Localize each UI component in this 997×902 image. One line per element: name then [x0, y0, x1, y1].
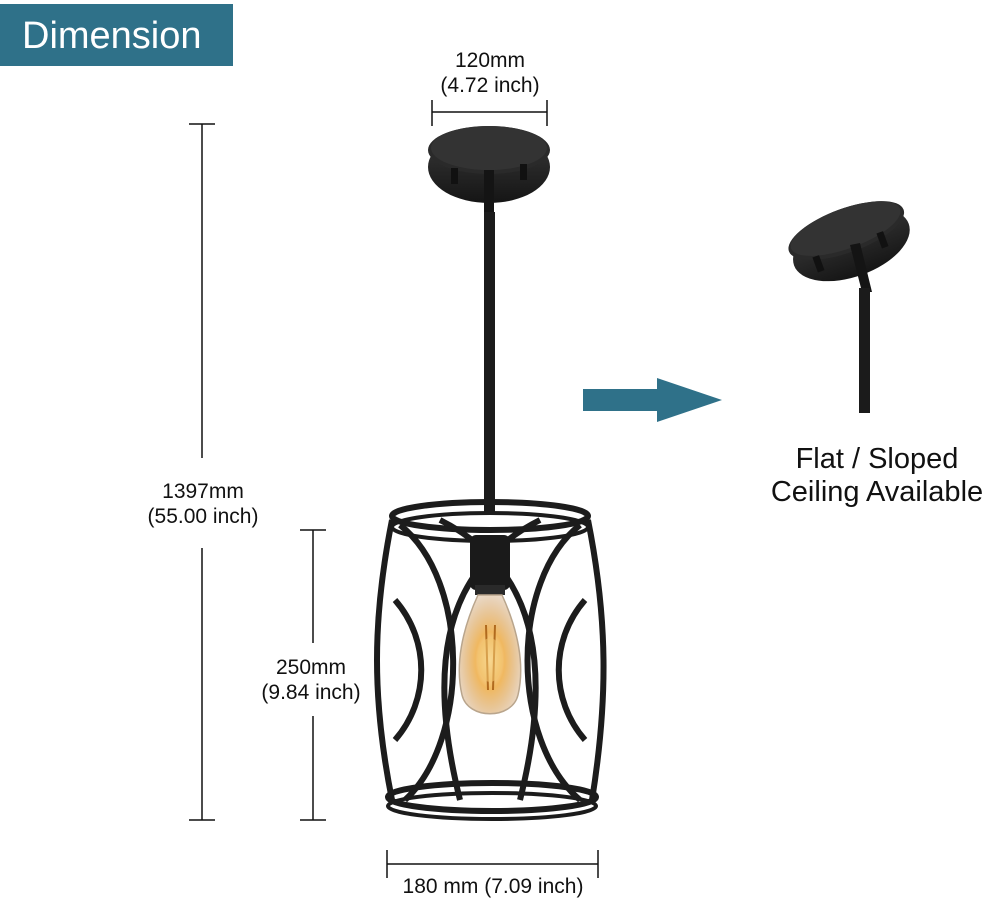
canopy-width-inch: (4.72 inch)	[440, 74, 540, 97]
shade-width-text: 180 mm (7.09 inch)	[402, 875, 584, 898]
canopy-width-label: 120mm (4.72 inch)	[430, 48, 550, 98]
shade-width-dimension-line	[386, 850, 599, 878]
title-banner: Dimension	[0, 4, 233, 66]
shade-height-label: 250mm (9.84 inch)	[250, 655, 372, 705]
total-height-inch: (55.00 inch)	[147, 505, 259, 528]
callout-line-1: Flat / Sloped	[795, 443, 959, 475]
rod-icon	[484, 212, 495, 512]
callout-line-2: Ceiling Available	[770, 476, 984, 508]
total-height-label: 1397mm (55.00 inch)	[138, 479, 268, 529]
shade-height-inch: (9.84 inch)	[261, 681, 361, 704]
canopy-width-dimension-line	[431, 100, 548, 126]
canopy-icon	[428, 126, 550, 215]
bulb-icon	[458, 594, 522, 715]
arrow-right-icon	[583, 378, 722, 422]
socket-icon	[470, 535, 510, 595]
total-height-dimension-line	[189, 123, 215, 821]
shade-width-label: 180 mm (7.09 inch)	[386, 874, 600, 899]
canopy-width-mm: 120mm	[454, 49, 526, 72]
ceiling-callout: Flat / Sloped Ceiling Available	[758, 443, 996, 509]
page-title: Dimension	[22, 15, 202, 57]
shade-height-mm: 250mm	[275, 656, 347, 679]
total-height-mm: 1397mm	[162, 480, 244, 503]
sloped-canopy-icon	[788, 201, 910, 413]
shade-height-dimension-line	[300, 529, 326, 821]
